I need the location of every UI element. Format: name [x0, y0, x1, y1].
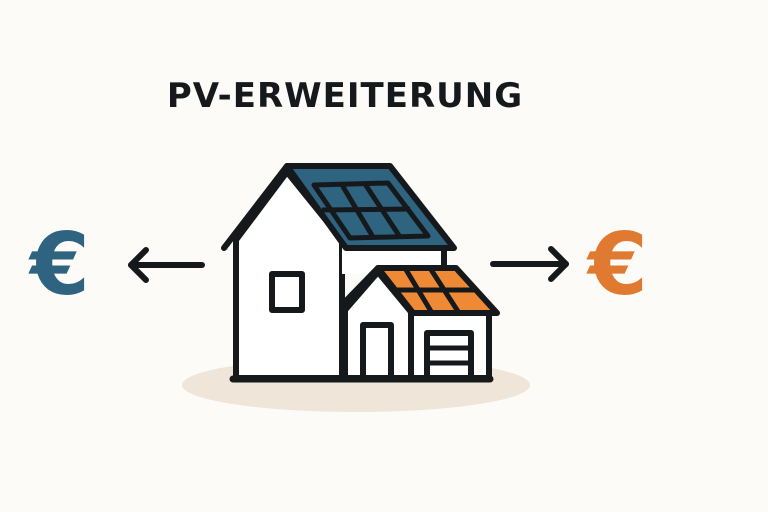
arrow-right-icon	[490, 246, 569, 282]
main-roof-solar	[284, 163, 457, 251]
arrow-left-icon	[128, 247, 205, 283]
euro-icon-right: €	[588, 215, 648, 315]
euro-icon-left: €	[30, 215, 90, 315]
garage-door	[424, 330, 474, 381]
garage	[339, 265, 500, 381]
page-title: PV-ERWEITERUNG	[166, 76, 524, 116]
front-door	[360, 322, 394, 381]
window	[269, 271, 305, 313]
